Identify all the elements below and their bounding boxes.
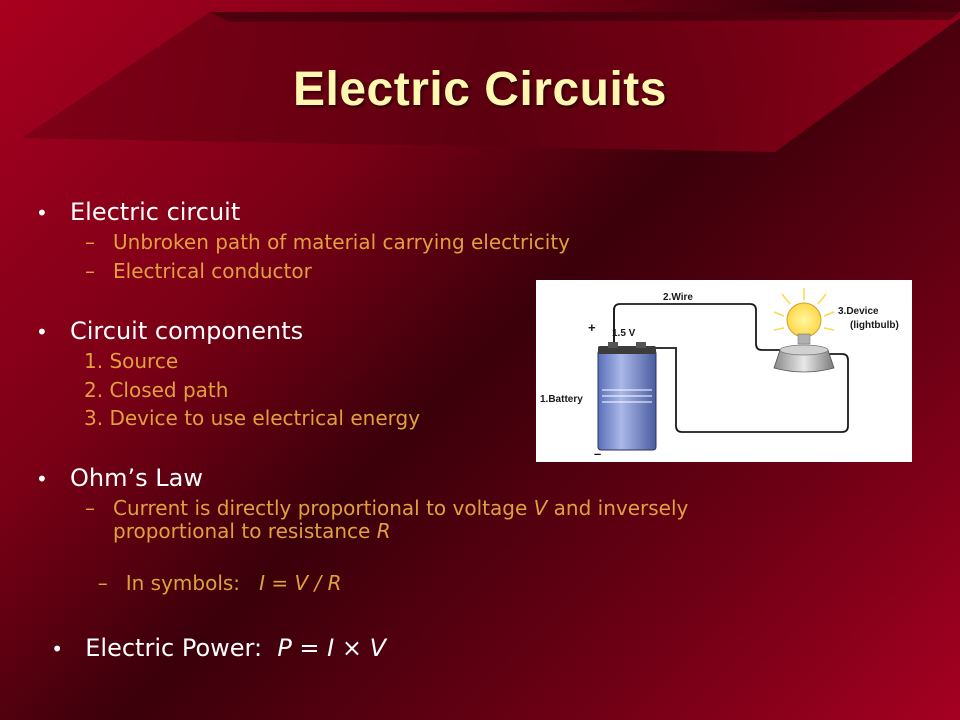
- numbered-item: 3. Device to use electrical energy: [84, 406, 421, 430]
- minus-terminal-label: –: [594, 446, 601, 461]
- circuit-svg: 2.Wire 3.Device (lightbulb) 1.Battery 1.…: [540, 288, 899, 461]
- bullet-dot: •: [36, 320, 48, 344]
- sub-bullet: –Unbroken path of material carrying elec…: [85, 230, 571, 254]
- wire-label: 2.Wire: [663, 292, 693, 303]
- sub-bullet: –Current is directly proportional to vol…: [85, 496, 689, 520]
- bullet-electric-circuit: • Electric circuit: [36, 198, 240, 226]
- sub-bullet-text: In symbols:: [125, 571, 260, 595]
- sub-bullet-text: Current is directly proportional to volt…: [113, 496, 534, 520]
- title-banner: [22, 12, 960, 152]
- sub-bullet-text: and inversely: [547, 496, 689, 520]
- bullet-circuit-components: • Circuit components: [36, 317, 303, 345]
- numbered-item: 1. Source: [84, 349, 179, 373]
- bullet-text: Circuit components: [70, 317, 304, 345]
- bullet-electric-power: • Electric Power: P = I × V: [36, 606, 386, 662]
- variable-r: R: [376, 519, 391, 543]
- bullet-text: Electric circuit: [70, 198, 241, 226]
- sub-bullet-text: proportional to resistance: [113, 519, 377, 543]
- variable-v: V: [533, 496, 548, 520]
- lightbulb-icon: [773, 288, 835, 373]
- wire: [613, 303, 849, 433]
- circuit-diagram: 2.Wire 3.Device (lightbulb) 1.Battery 1.…: [536, 280, 912, 462]
- bullet-ohms-law: • Ohm’s Law: [36, 464, 203, 492]
- device-sub-label: (lightbulb): [850, 320, 899, 331]
- sub-bullet-continuation: proportional to resistance R: [113, 520, 391, 543]
- sub-bullet: –Electrical conductor: [85, 259, 312, 283]
- bullet-dot: •: [36, 467, 48, 491]
- device-label: 3.Device: [838, 306, 879, 317]
- plus-terminal-label: +: [588, 320, 596, 335]
- power-formula: P = I × V: [277, 634, 387, 662]
- bullet-dot: •: [51, 637, 64, 661]
- bullet-dot: •: [36, 201, 48, 225]
- bullet-text: Electric Power:: [85, 634, 278, 662]
- numbered-item: 2. Closed path: [84, 378, 229, 402]
- ohms-law-formula: I = V / R: [259, 571, 342, 595]
- sub-bullet: –In symbols: I = V / R: [97, 571, 342, 595]
- battery-label: 1.Battery: [540, 394, 583, 405]
- sub-bullet-text: Electrical conductor: [113, 259, 312, 283]
- battery-icon: [597, 342, 657, 451]
- bullet-text: Ohm’s Law: [70, 464, 203, 492]
- slide-title: Electric Circuits: [293, 63, 667, 116]
- sub-bullet-text: Unbroken path of material carrying elect…: [113, 230, 571, 254]
- voltage-label: 1.5 V: [612, 328, 636, 339]
